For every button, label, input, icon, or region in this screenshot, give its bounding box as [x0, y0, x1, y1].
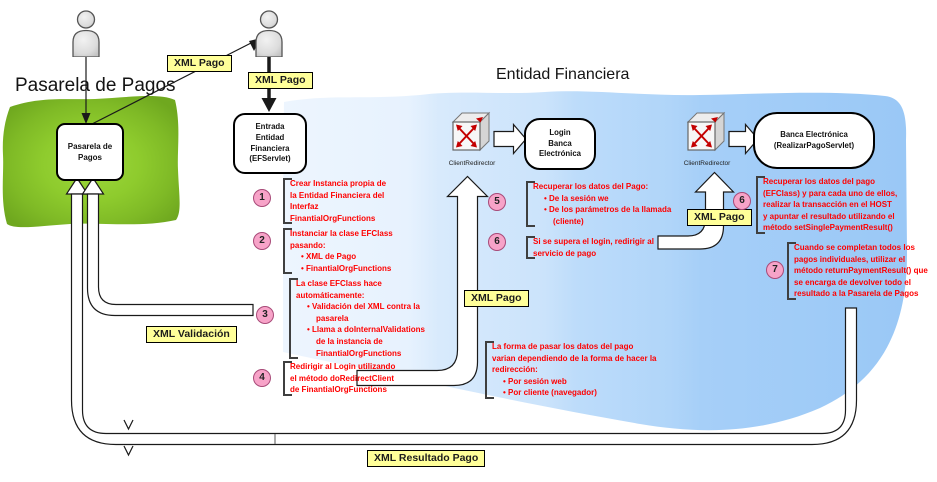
step-3-note: La clase EFClass hace automáticamente: •…: [289, 278, 446, 359]
step-5-note: Recuperar los datos del Pago: • De la se…: [526, 181, 691, 227]
redirect-method-note: La forma de pasar los datos del pago var…: [485, 341, 668, 399]
bent-arrow-xml-pago-banca: [657, 171, 735, 250]
entidad-financiera-region: [283, 91, 908, 431]
user-icon-right: [252, 9, 286, 62]
bent-arrow-xml-pago-login: [356, 175, 489, 387]
xml-resultado-pago-label: XML Resultado Pago: [367, 450, 486, 467]
step-2-note: Instanciar la clase EFClass pasando: • X…: [283, 228, 430, 274]
step-6-badge: 6: [488, 233, 506, 251]
client-redirector-label-left: ClientRedirector: [448, 160, 496, 167]
step-4-badge: 4: [253, 369, 271, 387]
block-arrow-right: [728, 122, 759, 156]
xml-validacion-label: XML Validación: [146, 326, 237, 343]
step-3-badge: 3: [256, 306, 274, 324]
client-redirector-icon-right: [685, 110, 727, 165]
xml-pago-label-banca: XML Pago: [687, 209, 752, 226]
xml-pago-label-top: XML Pago: [167, 55, 232, 72]
step-4-note: Redirigir al Login utilizando el método …: [283, 361, 425, 396]
pasarela-de-pagos-box: Pasarela de Pagos: [56, 123, 124, 181]
client-redirector-icon-left: [450, 110, 492, 165]
step-6b-badge: 6: [733, 192, 751, 210]
banca-electronica-box: Banca Electrónica (RealizarPagoServlet): [753, 112, 875, 169]
step-1-badge: 1: [253, 189, 271, 207]
block-arrow-left: [493, 122, 527, 156]
step-6b-note: Recuperar los datos del pago (EFClass) y…: [756, 176, 921, 234]
step-2-badge: 2: [253, 232, 271, 250]
step-6-note: Si se supera el login, redirigir al serv…: [526, 236, 673, 259]
client-redirector-label-right: ClientRedirector: [683, 160, 731, 167]
step-5-badge: 5: [488, 193, 506, 211]
xml-pago-label-login: XML Pago: [464, 290, 529, 307]
step-7-badge: 7: [766, 261, 784, 279]
pipe-xml-resultado: [65, 176, 858, 457]
pasarela-title: Pasarela de Pagos: [15, 75, 176, 96]
entidad-financiera-title: Entidad Financiera: [496, 66, 630, 83]
user-icon-left: [69, 9, 103, 62]
login-banca-box: Login Banca Electrónica: [524, 118, 596, 170]
step-7-note: Cuando se completan todos los pagos indi…: [787, 242, 929, 300]
step-1-note: Crear Instancia propia de la Entidad Fin…: [283, 178, 428, 224]
efservlet-box: Entrada Entidad Financiera (EFServlet): [233, 113, 307, 174]
pipe-xml-validacion: [81, 176, 254, 317]
actor-line: [81, 57, 91, 124]
xml-pago-label-entrada: XML Pago: [248, 72, 313, 89]
